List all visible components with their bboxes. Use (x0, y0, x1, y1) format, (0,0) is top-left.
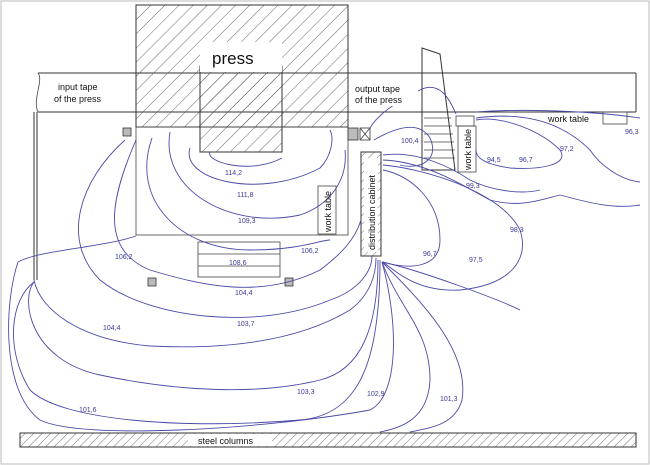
text-labels: press input tape of the press output tap… (54, 44, 589, 446)
work-table-right-box (602, 111, 628, 125)
contour-value-labels: 114,2 111,8 109,3 108,6 106,2 106,2 104,… (79, 129, 639, 414)
stairs-platform (421, 47, 456, 171)
contour-value: 96,7 (519, 157, 533, 164)
work-table-center-label: work table (323, 191, 333, 233)
contour-value: 108,6 (229, 260, 247, 267)
contour-value: 104,4 (235, 290, 253, 297)
left-conveyor (33, 112, 38, 280)
work-table-small-label: work table (463, 129, 473, 171)
contour-value: 101,6 (79, 407, 97, 414)
input-tape-label-line1: input tape (58, 82, 98, 92)
contour-value: 101,3 (440, 396, 458, 403)
steel-columns-label: steel columns (198, 436, 254, 446)
press-machine (135, 4, 349, 153)
contour-value: 103,3 (297, 389, 315, 396)
contour-value: 106,2 (301, 248, 319, 255)
contour-value: 109,3 (238, 218, 256, 225)
contour-value: 102,9 (367, 391, 385, 398)
contour-value: 104,4 (103, 325, 121, 332)
output-tape-label-line2: of the press (355, 95, 403, 105)
work-table-center-box (317, 185, 337, 235)
contour-value: 106,2 (115, 254, 133, 261)
contour-value: 97,2 (560, 146, 574, 153)
contour-value: 114,2 (225, 170, 242, 177)
contour-value: 99,3 (466, 183, 480, 190)
press-base (135, 126, 349, 278)
input-tape-label-line2: of the press (54, 94, 102, 104)
contour-value: 111,8 (237, 192, 254, 199)
steel-columns-bar (19, 432, 637, 448)
output-tape-label-line1: output tape (355, 84, 400, 94)
distribution-cabinet-label: distribution cabinet (367, 174, 377, 250)
work-table-small-top (455, 115, 475, 127)
contour-value: 94,5 (487, 157, 501, 164)
contour-value: 96,3 (625, 129, 639, 136)
contour-value: 103,7 (237, 321, 255, 328)
contour-value: 98,3 (510, 227, 524, 234)
contour-value: 100,4 (401, 138, 419, 145)
press-label: press (212, 49, 254, 68)
work-table-right-label: work table (547, 114, 589, 124)
contour-value: 96,7 (423, 251, 437, 258)
contour-value: 97,5 (469, 257, 483, 264)
isolines (8, 87, 641, 433)
